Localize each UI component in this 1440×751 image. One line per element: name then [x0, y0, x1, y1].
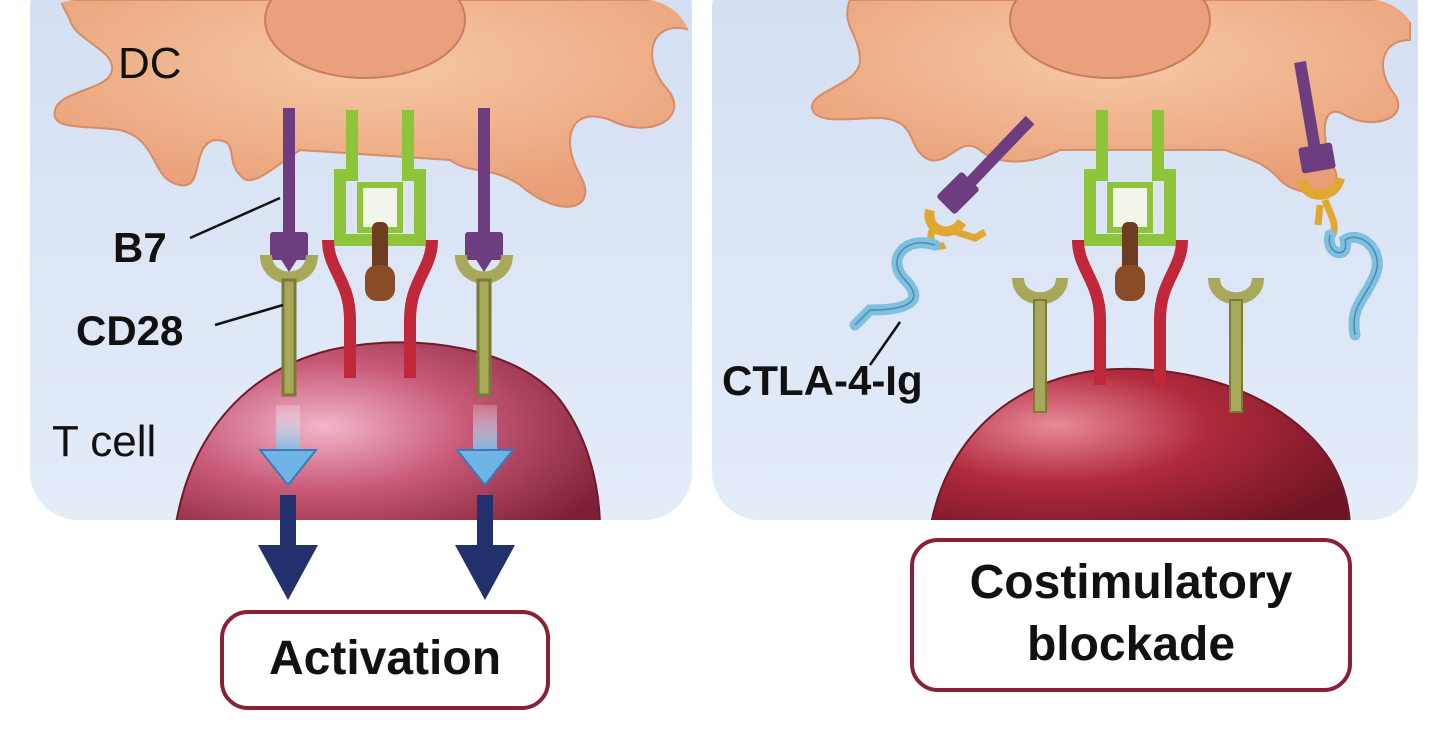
- b7-leader-line: [189, 196, 281, 240]
- ctla4-ig-leader-line: [868, 321, 902, 366]
- dc-label: DC: [118, 39, 182, 88]
- activation-label: Activation: [269, 632, 501, 685]
- ctla4-ig-label: CTLA-4-Ig: [722, 357, 923, 404]
- b7-molecule: [270, 108, 308, 272]
- dendritic-cell: [53, 0, 691, 208]
- cd28-molecule: [1208, 277, 1264, 413]
- right-panel: CTLA-4-Ig Costimulatory blockade: [712, 0, 1418, 692]
- t-cell: [173, 341, 602, 520]
- ctla4-ig-molecule: [849, 208, 987, 331]
- signal-arrow: [257, 405, 319, 600]
- b7-molecule: [1294, 60, 1336, 174]
- blockade-box: [910, 538, 1352, 692]
- dendritic-cell: [810, 0, 1411, 194]
- cd28-leader-line: [214, 303, 284, 327]
- b7-molecule: [465, 108, 503, 272]
- dendritic-cell-nucleus: [1009, 0, 1211, 79]
- blockade-label-line2: blockade: [1027, 618, 1235, 671]
- cd28-molecule: [1012, 277, 1068, 413]
- ctla4-ig-molecule: [1297, 176, 1383, 341]
- mhc-tcr-complex: [1072, 110, 1188, 385]
- b7-molecule: [937, 115, 1035, 214]
- cd28-label: CD28: [76, 307, 183, 354]
- dendritic-cell-nucleus: [264, 0, 466, 79]
- signal-arrow: [454, 405, 516, 600]
- tcell-label: T cell: [52, 417, 156, 466]
- left-panel: DC B7 CD28 T cell Activation: [30, 0, 692, 710]
- activation-box: [220, 610, 550, 710]
- cd28-molecule: [260, 254, 318, 397]
- mhc-tcr-complex: [322, 110, 438, 378]
- blockade-label-line1: Costimulatory: [970, 556, 1293, 609]
- b7-label: B7: [113, 224, 167, 271]
- cd28-molecule: [455, 254, 513, 397]
